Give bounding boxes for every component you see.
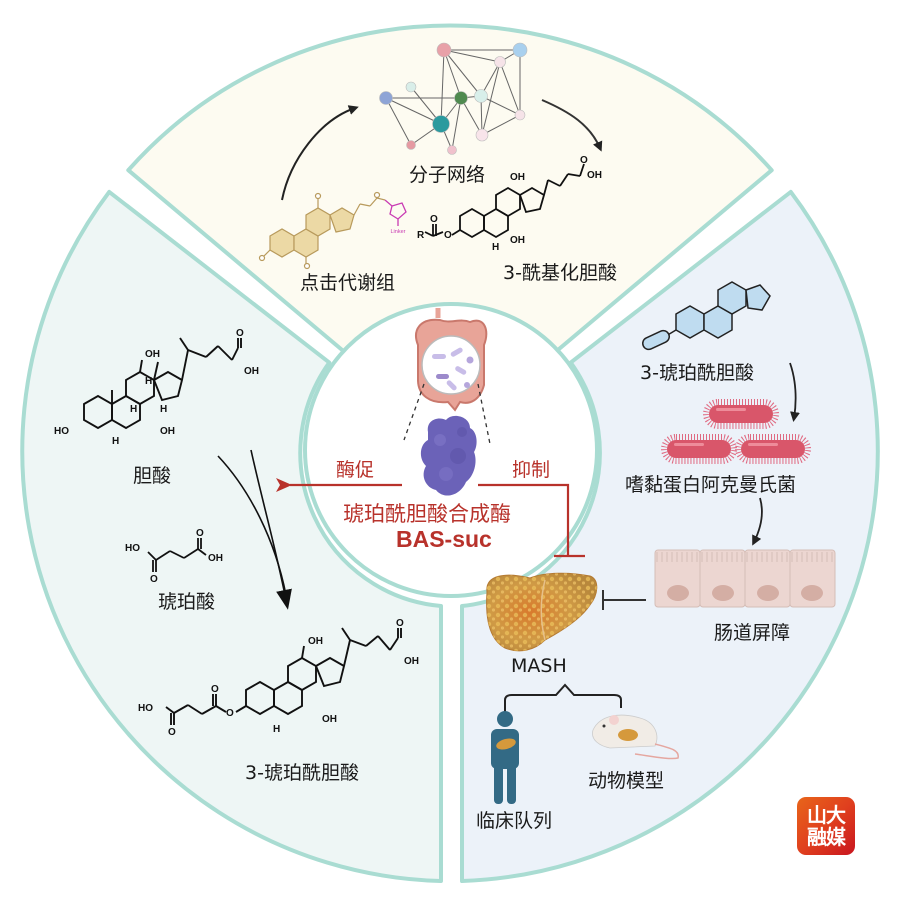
intestinal-barrier-label: 肠道屏障: [714, 622, 791, 644]
cholic-acid-structure: [83, 337, 242, 430]
atom-o: O: [226, 708, 234, 719]
atom-h: H: [145, 376, 152, 387]
click-steroid-structure: [258, 191, 386, 270]
zoom-guide-line: [403, 383, 425, 441]
network-label: 分子网络: [409, 164, 486, 186]
linker-label: Linker: [391, 229, 406, 235]
atom-o: O: [444, 230, 452, 241]
click-metabolomics-label: 点击代谢组: [300, 272, 396, 294]
promote-label: 酶促: [336, 459, 375, 481]
atom-oh: OH: [145, 349, 160, 360]
enzyme-name: 琥珀酰胆酸合成酶: [343, 502, 511, 526]
acylated-cholic-acid-structure: [424, 163, 585, 239]
mouse-icon: [592, 714, 679, 760]
reaction-arrow: [250, 449, 292, 610]
network-node: [494, 56, 506, 68]
left-segment: [20, 189, 443, 883]
arrow-network-to-acylated: [541, 99, 603, 152]
atom-h: H: [273, 724, 280, 735]
bacteria-label: 嗜黏蛋白阿克曼氏菌: [625, 474, 797, 496]
cholic-acid-label: 胆酸: [133, 465, 172, 487]
network-node: [436, 42, 452, 58]
succinic-acid-structure: [147, 538, 207, 572]
enzyme-abbreviation: BAS-suc: [396, 526, 492, 552]
acylated-cholic-acid-label: 3-酰基化胆酸: [503, 262, 617, 284]
arrow-compound-to-bacteria: [789, 362, 800, 422]
atom-ho: HO: [138, 703, 153, 714]
atom-o: O: [168, 727, 176, 738]
watermark-line-2: 融媒: [807, 825, 846, 849]
fatty-liver-icon: [486, 572, 598, 652]
arrow-click-to-network: [281, 105, 359, 201]
watermark-logo: 山大 融媒: [797, 797, 855, 855]
network-nodes: [379, 42, 528, 155]
watermark-line-1: 山大: [807, 803, 846, 827]
atom-oh: OH: [510, 172, 525, 183]
human-figure-icon: [491, 711, 519, 804]
network-node: [406, 140, 416, 150]
atom-o: O: [396, 618, 404, 629]
network-node: [454, 91, 468, 105]
atom-h: H: [112, 436, 119, 447]
atom-oh: OH: [404, 656, 419, 667]
arrow-bacteria-to-barrier: [752, 497, 763, 546]
right-segment: [460, 189, 880, 883]
network-node: [512, 42, 528, 58]
inhibit-label: 抑制: [512, 459, 551, 481]
clinical-cohort-label: 临床队列: [476, 810, 553, 832]
inhibit-line: [478, 483, 570, 556]
atom-oh: OH: [322, 714, 337, 725]
atom-ho: HO: [125, 543, 140, 554]
enzyme-protein-icon: [420, 415, 477, 496]
animal-model-label: 动物模型: [588, 770, 665, 792]
atom-h: H: [160, 404, 167, 415]
atom-oh: OH: [208, 553, 223, 564]
mash-label: MASH: [511, 655, 567, 677]
atom-h: H: [130, 404, 137, 415]
atom-oh: OH: [587, 170, 602, 181]
atom-oh: OH: [510, 235, 525, 246]
succinyl-cholic-acid-structure: [165, 627, 402, 725]
network-node: [405, 81, 417, 93]
network-node: [447, 145, 457, 155]
atom-h: H: [492, 242, 499, 253]
microbiome-magnifier-icon: [421, 335, 481, 395]
network-node: [432, 115, 450, 133]
linker-group: [384, 199, 407, 226]
atom-o: O: [150, 574, 158, 585]
atom-oh: OH: [160, 426, 175, 437]
zoom-guide-line: [477, 383, 491, 445]
atom-o: O: [580, 155, 588, 166]
network-node: [474, 89, 488, 103]
intestinal-barrier-icon: [654, 549, 836, 608]
network-node: [475, 128, 489, 142]
atom-o: O: [196, 528, 204, 539]
atom-o: O: [236, 328, 244, 339]
compound-label: 3-琥珀酰胆酸: [640, 362, 754, 384]
succinyl-cholic-acid-label: 3-琥珀酰胆酸: [245, 762, 359, 784]
bracket-icon: [504, 683, 622, 712]
atom-o: O: [211, 684, 219, 695]
succinic-acid-label: 琥珀酸: [158, 591, 216, 613]
atom-ho: HO: [54, 426, 69, 437]
atom-r: R: [417, 230, 425, 241]
steroid-icon-blue: [641, 281, 771, 351]
atom-oh: OH: [244, 366, 259, 377]
atom-o: O: [430, 214, 438, 225]
atom-oh: OH: [308, 636, 323, 647]
akkermansia-bacteria-icon: [661, 399, 811, 464]
network-node: [379, 91, 393, 105]
network-node: [514, 109, 526, 121]
